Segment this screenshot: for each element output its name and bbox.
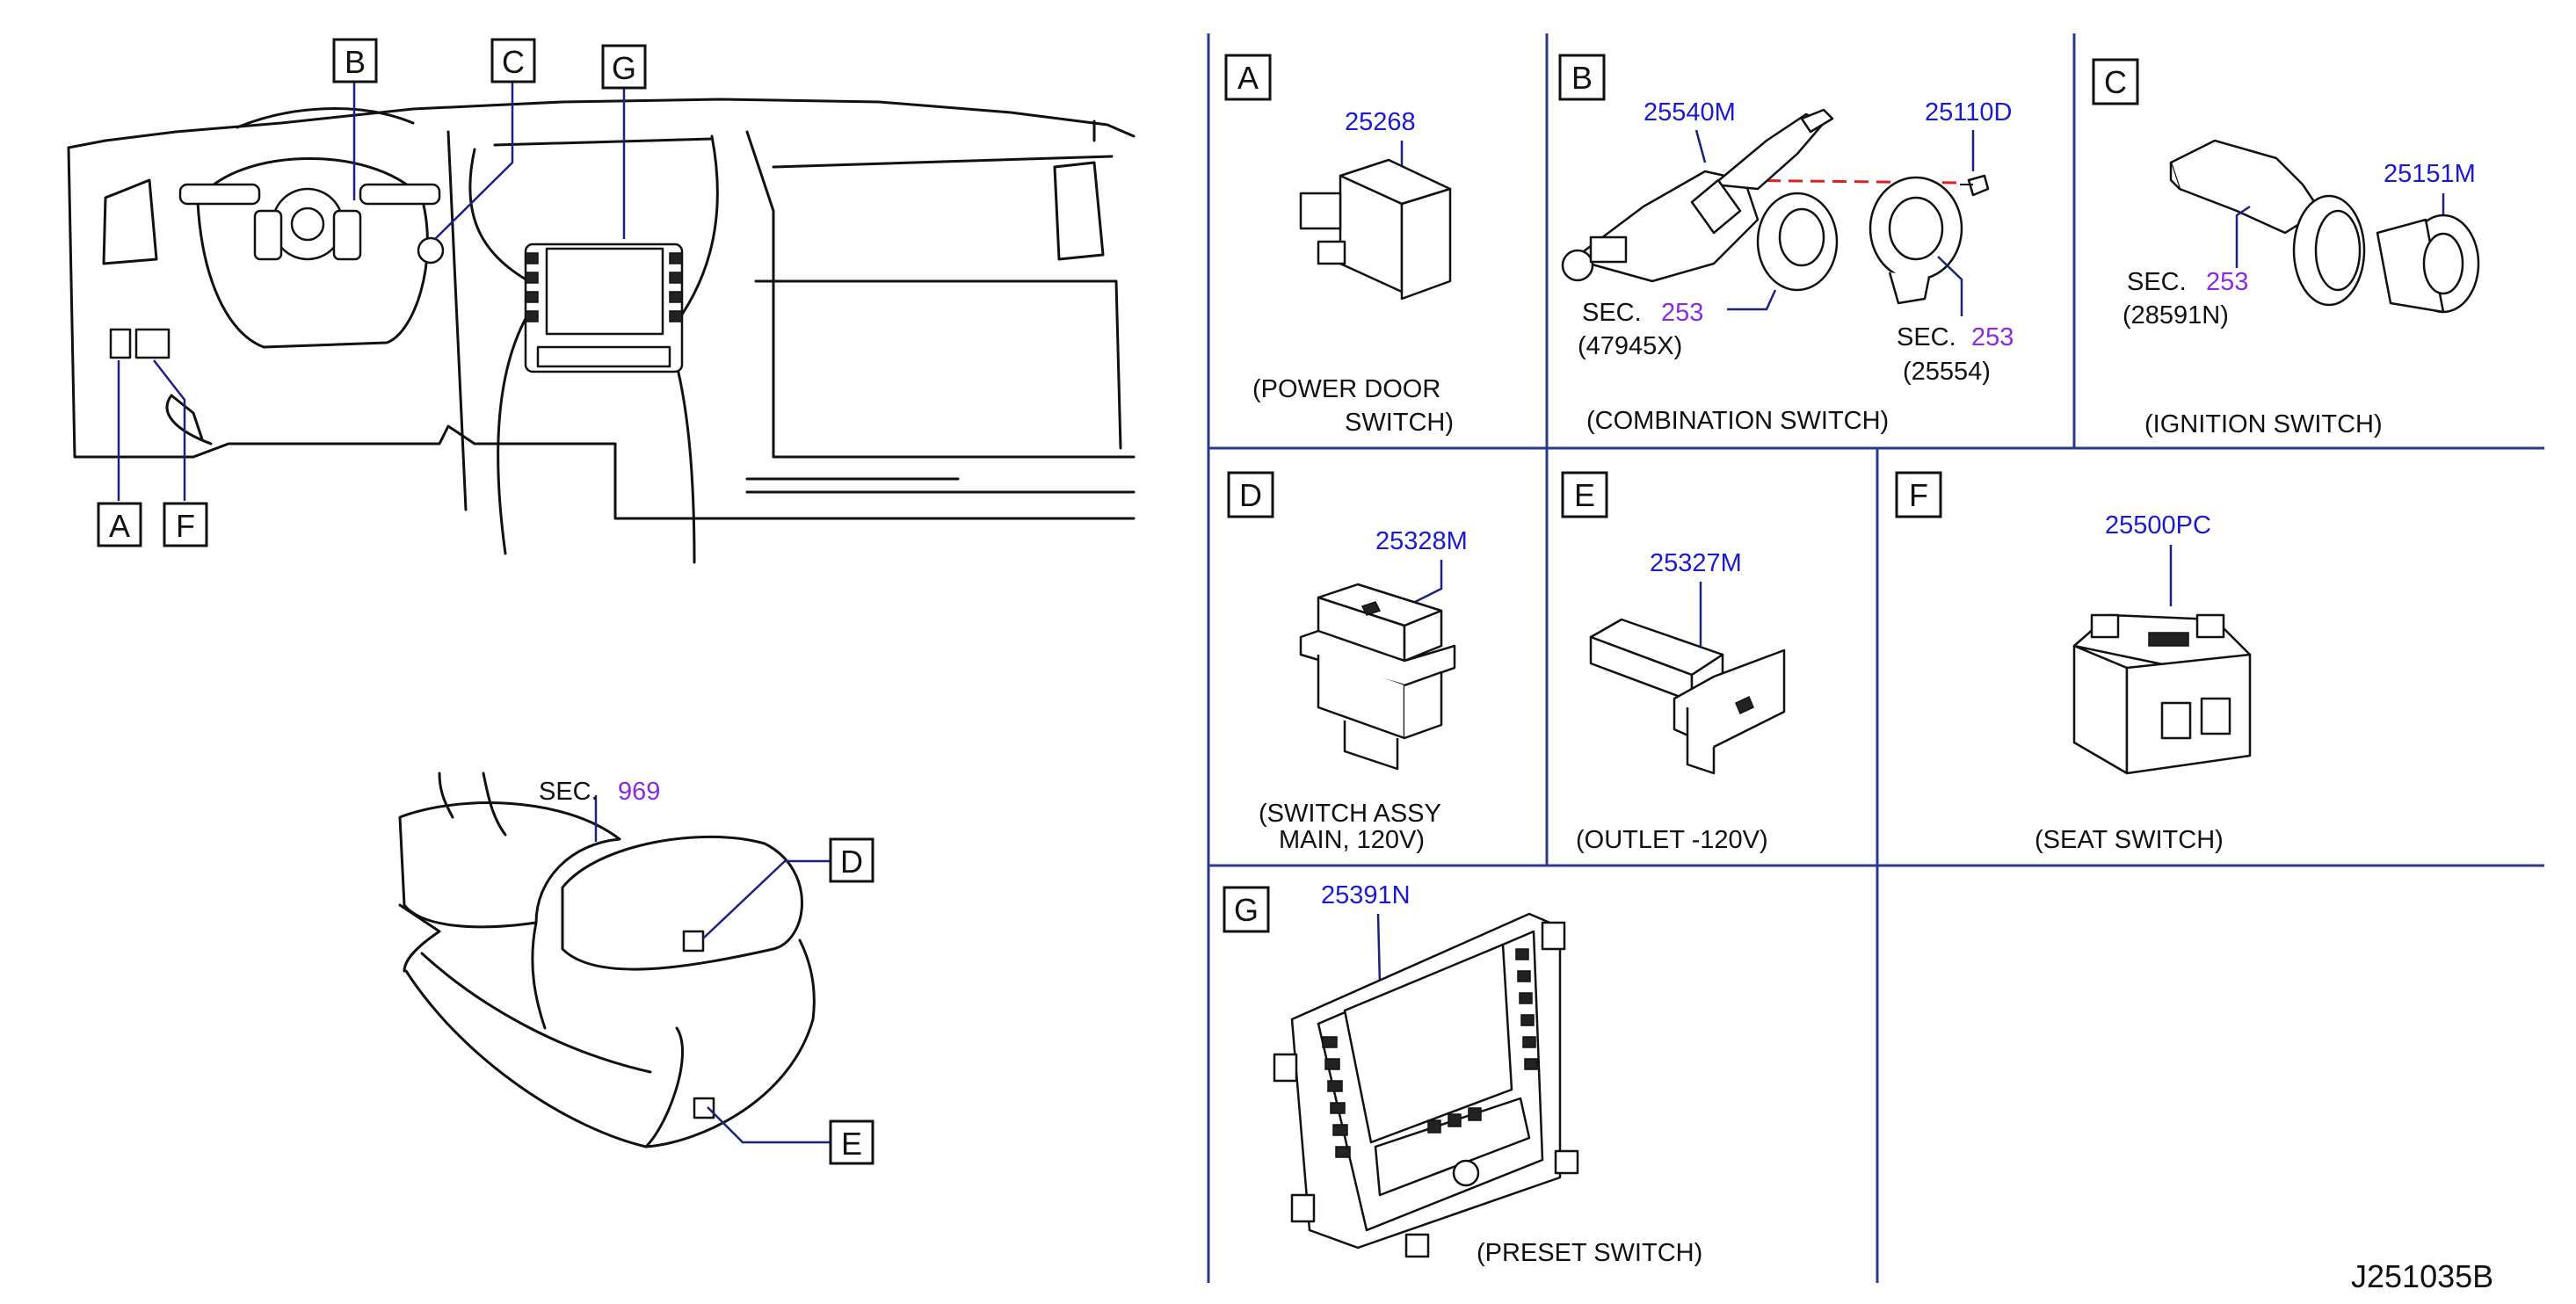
outlet-drawing [1589, 618, 1786, 775]
caption-d-line1: (SWITCH ASSY [1259, 800, 1441, 828]
seat-switch-drawing [2072, 613, 2252, 775]
panel-grid [1207, 33, 2544, 1283]
part-number-25391N: 25391N [1321, 881, 1411, 909]
svg-text:G: G [612, 50, 636, 86]
callout-box-D: D [829, 837, 874, 883]
sec-code-25554: (25554) [1903, 358, 1991, 386]
preset-switch-drawing [1273, 912, 1579, 1258]
switch-assy-drawing [1299, 583, 1456, 771]
combination-switch-drawing [1561, 108, 1990, 305]
svg-text:G: G [1234, 892, 1259, 928]
callout-box-C: C [490, 38, 536, 83]
panel-a: A 25268 (POWER DOOR SWITCH) [1224, 54, 1454, 437]
callout-box-E: E [829, 1119, 874, 1165]
caption-e: (OUTLET -120V) [1576, 826, 1768, 854]
sec-253-prefix-2: SEC. [1897, 323, 1956, 351]
svg-text:E: E [1574, 477, 1595, 513]
svg-text:A: A [1237, 60, 1259, 96]
power-door-switch-drawing [1299, 158, 1452, 301]
caption-a-line1: (POWER DOOR [1252, 375, 1440, 403]
sec-253-number-1: 253 [1661, 299, 1703, 327]
svg-text:C: C [2104, 64, 2127, 100]
panel-e: E 25327M (OUTLET -120V) [1561, 471, 1786, 854]
callout-box-A: A [97, 502, 142, 547]
caption-g: (PRESET SWITCH) [1477, 1239, 1702, 1267]
part-number-25500PC: 25500PC [2105, 511, 2211, 540]
svg-text:C: C [502, 44, 525, 80]
panel-c: C 25151M SEC. 253 (28591N) (IGNITION SWI… [2092, 58, 2480, 438]
panel-d: D 25328M (SWITCH ASSY MAIN, 120V) [1227, 471, 1468, 854]
svg-text:F: F [176, 508, 195, 544]
callout-box-G: G [601, 44, 647, 90]
dashboard-drawing [67, 98, 1136, 564]
diagram-code: J251035B [2351, 1258, 2493, 1294]
armrest-leaders [594, 795, 831, 1144]
panel-g: G 25391N (PRESET SW [1223, 881, 1702, 1267]
part-number-25540M: 25540M [1644, 98, 1736, 127]
caption-c: (IGNITION SWITCH) [2144, 410, 2383, 438]
sec-code-28591n: (28591N) [2122, 301, 2229, 330]
sec-969-number: 969 [618, 778, 660, 806]
svg-text:F: F [1909, 477, 1928, 513]
svg-text:D: D [840, 844, 863, 880]
ignition-switch-drawing [2169, 139, 2480, 314]
caption-f: (SEAT SWITCH) [2035, 826, 2224, 854]
callout-box-F: F [163, 502, 208, 547]
sec-code-47945x: (47945X) [1578, 332, 1682, 360]
svg-text:E: E [841, 1126, 862, 1162]
svg-text:A: A [109, 508, 130, 544]
panel-b: B 25540M 25110D SEC. 253 (47945X) SEC. 2… [1558, 54, 2014, 435]
dashboard-leaders [117, 77, 626, 501]
sec-969-prefix: SEC. [539, 778, 599, 806]
panel-f: F 25500PC (SEAT SWITCH) [1895, 471, 2252, 854]
svg-text:B: B [1571, 60, 1593, 96]
caption-a-line2: SWITCH) [1345, 409, 1454, 437]
sec-253-number-2: 253 [1971, 323, 2014, 351]
part-number-25328M: 25328M [1375, 527, 1468, 555]
console-armrest-drawing [398, 772, 816, 1148]
sec-253-prefix-1: SEC. [1582, 299, 1642, 327]
svg-text:D: D [1239, 477, 1262, 513]
part-number-25151M: 25151M [2384, 160, 2476, 188]
part-number-25268: 25268 [1345, 108, 1416, 136]
part-number-25327M: 25327M [1650, 549, 1742, 577]
svg-text:B: B [345, 44, 366, 80]
callout-box-B: B [332, 38, 378, 83]
caption-d-line2: MAIN, 120V) [1279, 826, 1425, 854]
sec-253-number-3: 253 [2206, 268, 2248, 296]
sec-253-prefix-3: SEC. [2127, 268, 2187, 296]
part-number-25110D: 25110D [1925, 98, 2012, 127]
caption-b: (COMBINATION SWITCH) [1586, 407, 1889, 435]
